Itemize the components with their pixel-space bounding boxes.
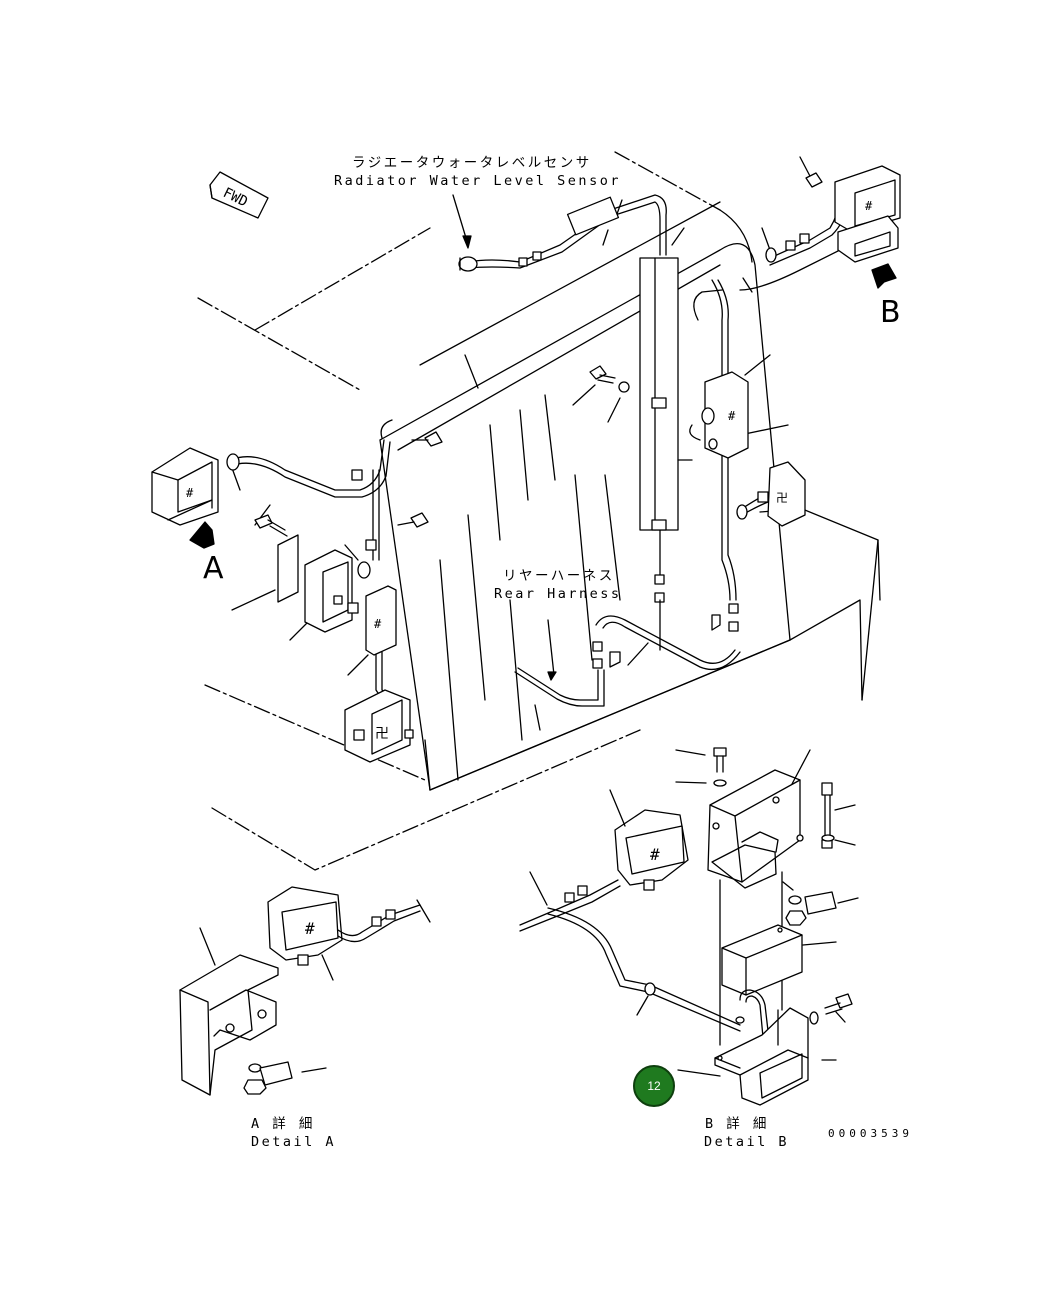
rear-harness-label-jp: リヤーハーネス [503, 568, 615, 584]
detail-a-title-jp: A 詳 細 [251, 1116, 315, 1132]
svg-text:卍: 卍 [776, 491, 788, 505]
detail-b-title-en: Detail B [704, 1134, 789, 1150]
svg-text:#: # [728, 409, 736, 423]
view-arrow-a-icon [189, 521, 215, 549]
fwd-label: FWD [220, 185, 250, 210]
rear-harness-label-en: Rear Harness [494, 586, 622, 602]
radiator-label-jp: ラジエータウォータレベルセンサ [352, 155, 592, 171]
view-a-letter: A [203, 551, 224, 586]
svg-text:#: # [650, 845, 660, 864]
view-arrow-b-icon [871, 263, 897, 289]
svg-text:卍: 卍 [375, 726, 389, 742]
svg-text:#: # [374, 617, 382, 631]
fwd-arrow-icon [209, 171, 269, 219]
detail-a-title-en: Detail A [251, 1134, 336, 1150]
callout-12-button[interactable]: 12 [633, 1065, 675, 1107]
svg-text:#: # [186, 486, 194, 500]
view-b-letter: B [880, 295, 901, 330]
main-parts: # # 卍 # [151, 165, 901, 763]
svg-text:#: # [865, 199, 873, 213]
svg-text:#: # [305, 919, 315, 938]
rear-harness [229, 156, 851, 707]
detail-b-title-jp: B 詳 細 [705, 1116, 769, 1132]
radiator-label-en: Radiator Water Level Sensor [334, 173, 621, 189]
machine-body [197, 151, 881, 871]
detail-b-drawing: # [519, 747, 859, 1106]
drawing-code: 00003539 [828, 1127, 913, 1140]
detail-a-drawing: # [179, 886, 431, 1096]
